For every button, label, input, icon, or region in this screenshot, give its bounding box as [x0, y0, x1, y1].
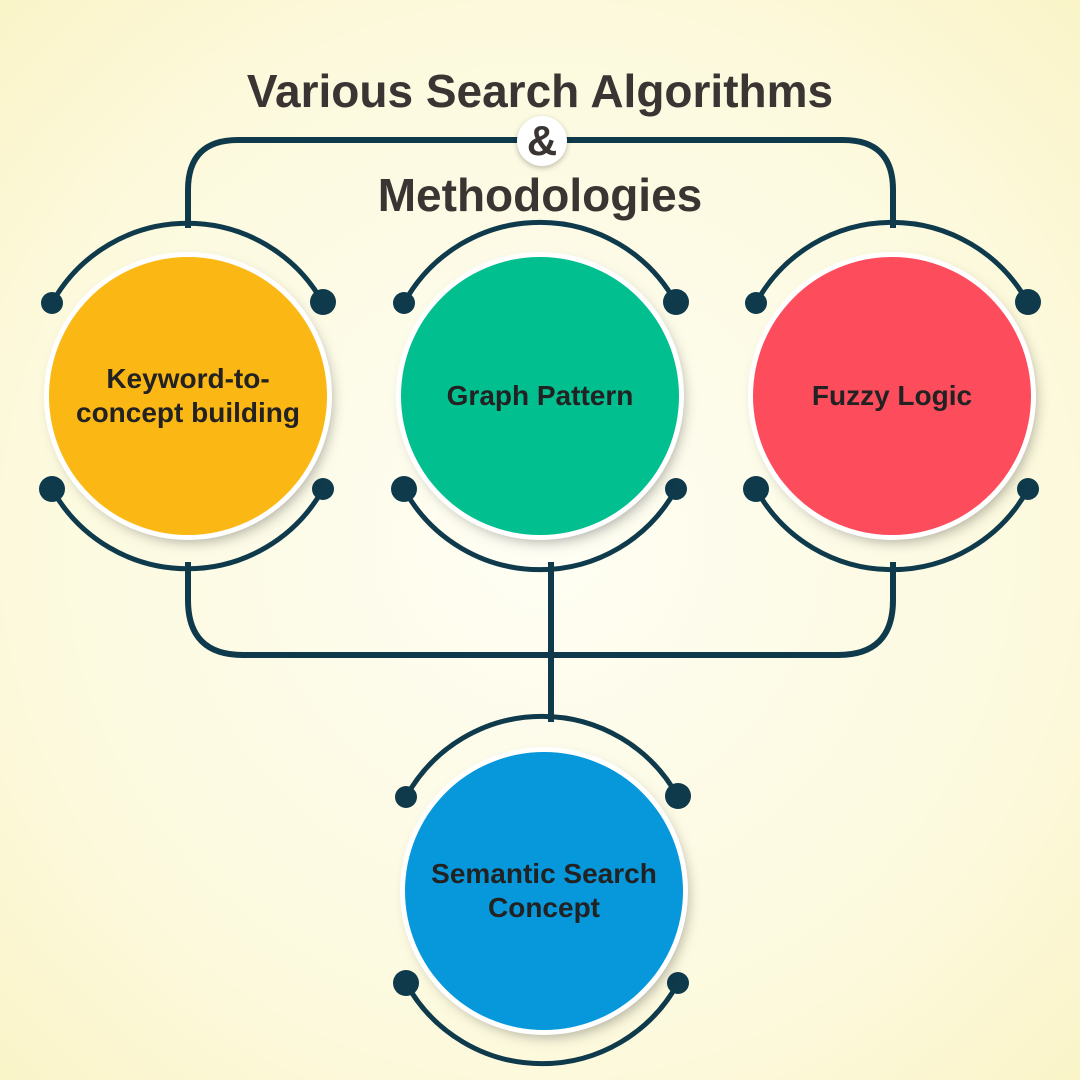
node-label: Keyword-to-concept building [76, 363, 300, 428]
keyword-ring [49, 220, 326, 572]
node-label: Semantic Search Concept [431, 858, 657, 923]
title-line-1: Various Search Algorithms [246, 65, 834, 117]
node-fuzzy-logic: Fuzzy Logic [753, 257, 1031, 535]
node-label: Graph Pattern [446, 380, 634, 412]
keyword-ring-dots [39, 289, 336, 502]
title-line-2: Methodologies [377, 169, 703, 221]
bottom-connector-line [185, 562, 896, 658]
fuzzy-ring [753, 219, 1031, 573]
node-semantic-search: Semantic Search Concept [405, 752, 683, 1030]
node-graph-pattern: Graph Pattern [401, 257, 679, 535]
semantic-ring [403, 713, 681, 1067]
ampersand-badge: & [517, 116, 567, 166]
fuzzy-ring-dots [743, 289, 1041, 502]
semantic-ring-dots [393, 783, 691, 996]
graph-ring [401, 219, 679, 573]
graph-ring-dots [391, 289, 689, 502]
node-keyword-to-concept: Keyword-to-concept building [49, 257, 327, 535]
node-label: Fuzzy Logic [811, 380, 973, 412]
